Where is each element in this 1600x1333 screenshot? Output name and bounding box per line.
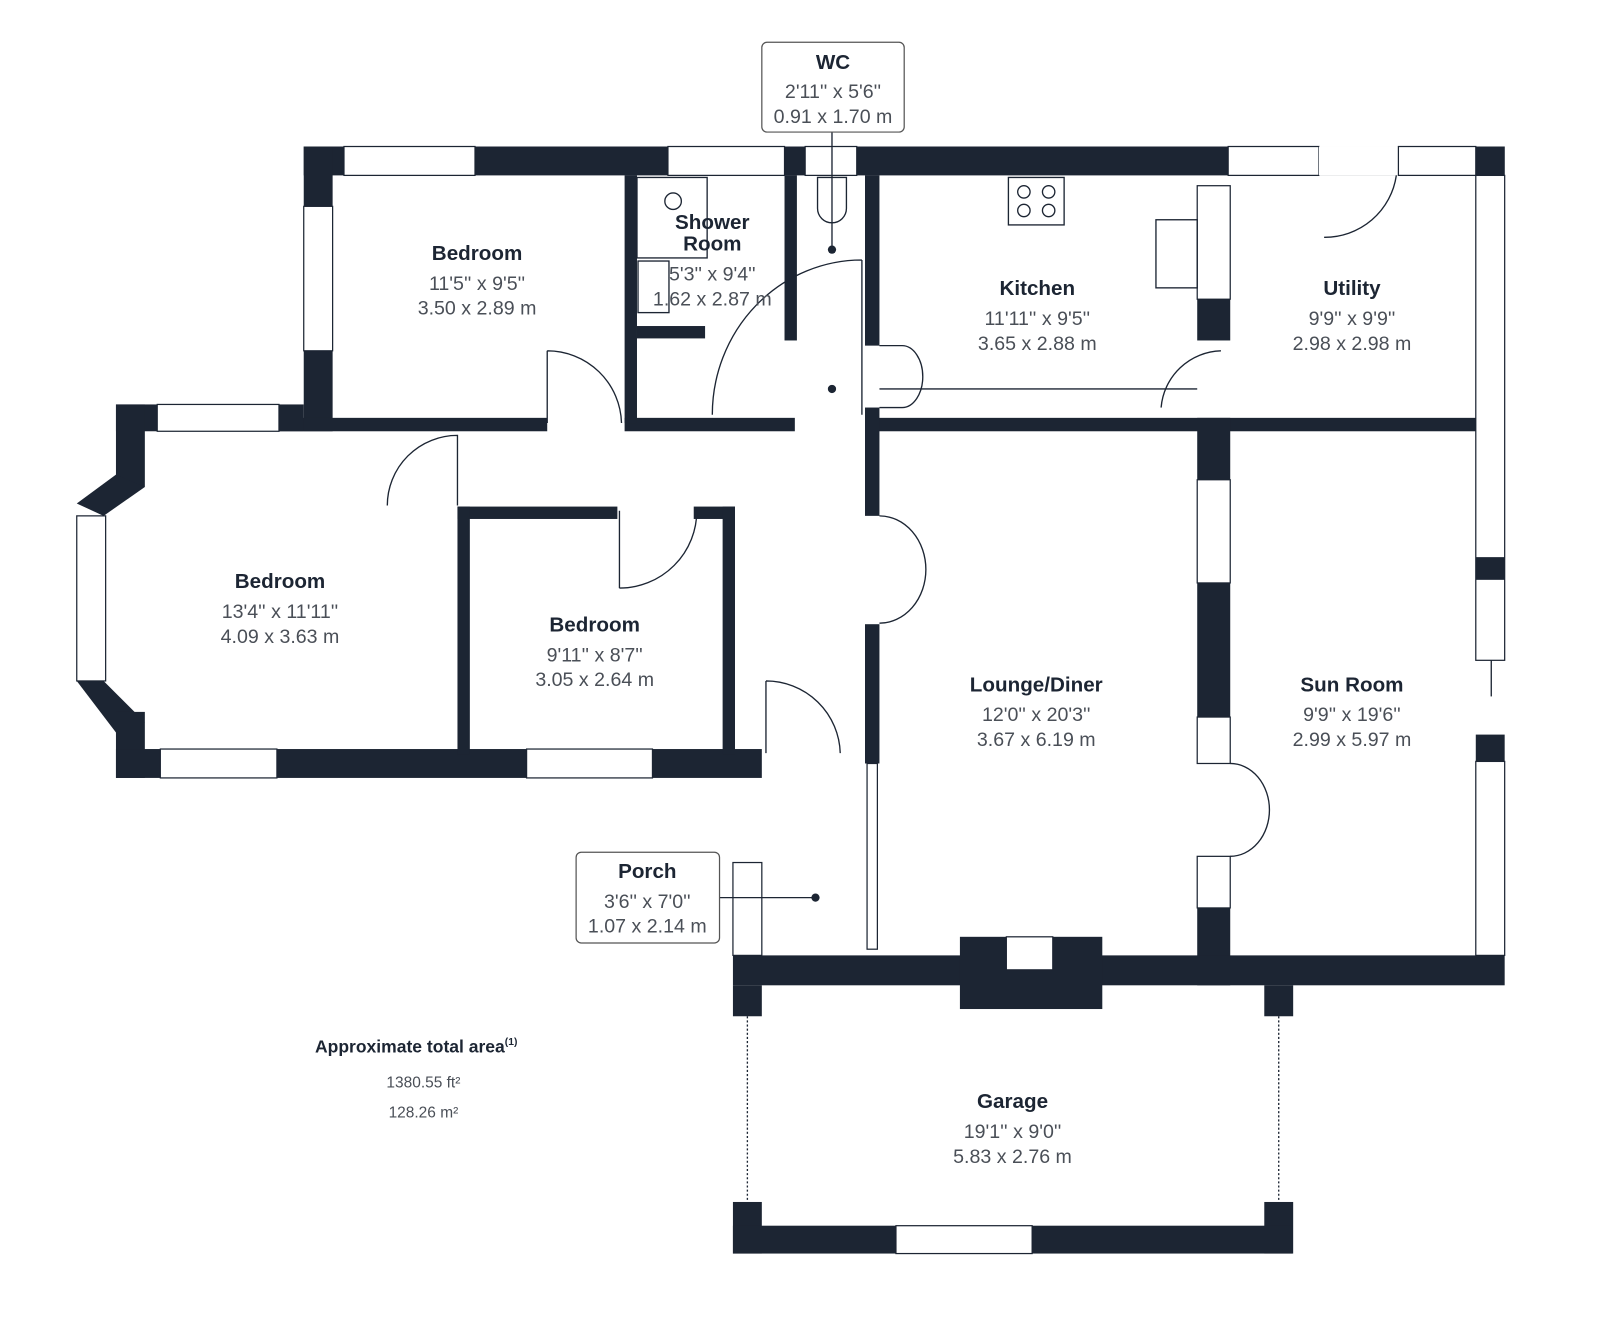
svg-text:2.99 x 5.97 m: 2.99 x 5.97 m: [1293, 729, 1412, 751]
svg-text:Bedroom: Bedroom: [235, 570, 326, 593]
svg-text:5'3'' x 9'4'': 5'3'' x 9'4'': [669, 264, 756, 286]
svg-text:3.50 x 2.89 m: 3.50 x 2.89 m: [418, 298, 537, 320]
svg-text:Bedroom: Bedroom: [549, 613, 640, 636]
svg-text:3.05 x 2.64 m: 3.05 x 2.64 m: [535, 669, 654, 691]
svg-text:2'11'' x 5'6'': 2'11'' x 5'6'': [785, 81, 881, 103]
room-label-garage: Garage 19'1'' x 9'0'' 5.83 x 2.76 m: [953, 1090, 1072, 1168]
svg-text:9'9'' x 19'6'': 9'9'' x 19'6'': [1303, 704, 1401, 726]
svg-text:Porch: Porch: [618, 860, 676, 883]
room-label-wc: WC 2'11'' x 5'6'' 0.91 x 1.70 m: [761, 41, 905, 133]
svg-text:1.07 x 2.14 m: 1.07 x 2.14 m: [588, 916, 707, 938]
svg-text:Kitchen: Kitchen: [999, 277, 1075, 300]
svg-text:0.91 x 1.70 m: 0.91 x 1.70 m: [774, 106, 893, 128]
svg-text:4.09 x 3.63 m: 4.09 x 3.63 m: [221, 626, 340, 648]
svg-text:Sun Room: Sun Room: [1300, 673, 1403, 696]
room-label-lounge-diner: Lounge/Diner 12'0'' x 20'3'' 3.67 x 6.19…: [970, 673, 1103, 751]
svg-text:Lounge/Diner: Lounge/Diner: [970, 673, 1103, 696]
svg-text:13'4'' x 11'11'': 13'4'' x 11'11'': [222, 601, 339, 623]
svg-text:Approximate total area(1): Approximate total area(1): [315, 1036, 517, 1056]
svg-text:19'1'' x 9'0'': 19'1'' x 9'0'': [964, 1121, 1062, 1143]
svg-text:12'0'' x 20'3'': 12'0'' x 20'3'': [982, 704, 1091, 726]
room-label-bedroom-1: Bedroom 11'5'' x 9'5'' 3.50 x 2.89 m: [418, 242, 537, 320]
total-area-metric: 128.26 m²: [389, 1104, 459, 1121]
svg-text:WC: WC: [816, 51, 850, 74]
svg-text:Garage: Garage: [977, 1090, 1048, 1113]
svg-text:3.67 x 6.19 m: 3.67 x 6.19 m: [977, 729, 1096, 751]
walls: [76, 132, 1506, 1255]
svg-text:Bedroom: Bedroom: [432, 242, 523, 265]
svg-text:11'5'' x 9'5'': 11'5'' x 9'5'': [429, 273, 525, 295]
room-label-sun-room: Sun Room 9'9'' x 19'6'' 2.99 x 5.97 m: [1293, 673, 1412, 751]
svg-text:3'6'' x 7'0'': 3'6'' x 7'0'': [604, 891, 691, 913]
svg-text:2.98 x 2.98 m: 2.98 x 2.98 m: [1293, 333, 1412, 355]
room-label-shower-room: Shower Room 5'3'' x 9'4'' 1.62 x 2.87 m: [653, 211, 772, 310]
svg-text:5.83 x 2.76 m: 5.83 x 2.76 m: [953, 1146, 1072, 1168]
svg-text:11'11'' x 9'5'': 11'11'' x 9'5'': [984, 308, 1090, 330]
svg-text:Room: Room: [683, 233, 741, 256]
total-area-imperial: 1380.55 ft²: [386, 1074, 460, 1091]
room-label-porch: Porch 3'6'' x 7'0'' 1.07 x 2.14 m: [575, 851, 721, 944]
svg-text:Shower: Shower: [675, 211, 750, 234]
room-label-bedroom-2: Bedroom 13'4'' x 11'11'' 4.09 x 3.63 m: [221, 570, 340, 648]
room-label-bedroom-3: Bedroom 9'11'' x 8'7'' 3.05 x 2.64 m: [535, 613, 654, 691]
room-label-utility: Utility 9'9'' x 9'9'' 2.98 x 2.98 m: [1293, 277, 1412, 355]
svg-text:9'11'' x 8'7'': 9'11'' x 8'7'': [547, 644, 643, 666]
total-area: Approximate total area(1) 1380.55 ft² 12…: [315, 1036, 517, 1121]
svg-text:1.62 x 2.87 m: 1.62 x 2.87 m: [653, 288, 772, 310]
room-label-kitchen: Kitchen 11'11'' x 9'5'' 3.65 x 2.88 m: [978, 277, 1097, 355]
svg-text:3.65 x 2.88 m: 3.65 x 2.88 m: [978, 333, 1097, 355]
svg-text:Utility: Utility: [1323, 277, 1381, 300]
total-area-footnote: (1): [505, 1037, 518, 1048]
svg-text:9'9'' x 9'9'': 9'9'' x 9'9'': [1309, 308, 1396, 330]
total-area-title: Approximate total area: [315, 1036, 505, 1056]
